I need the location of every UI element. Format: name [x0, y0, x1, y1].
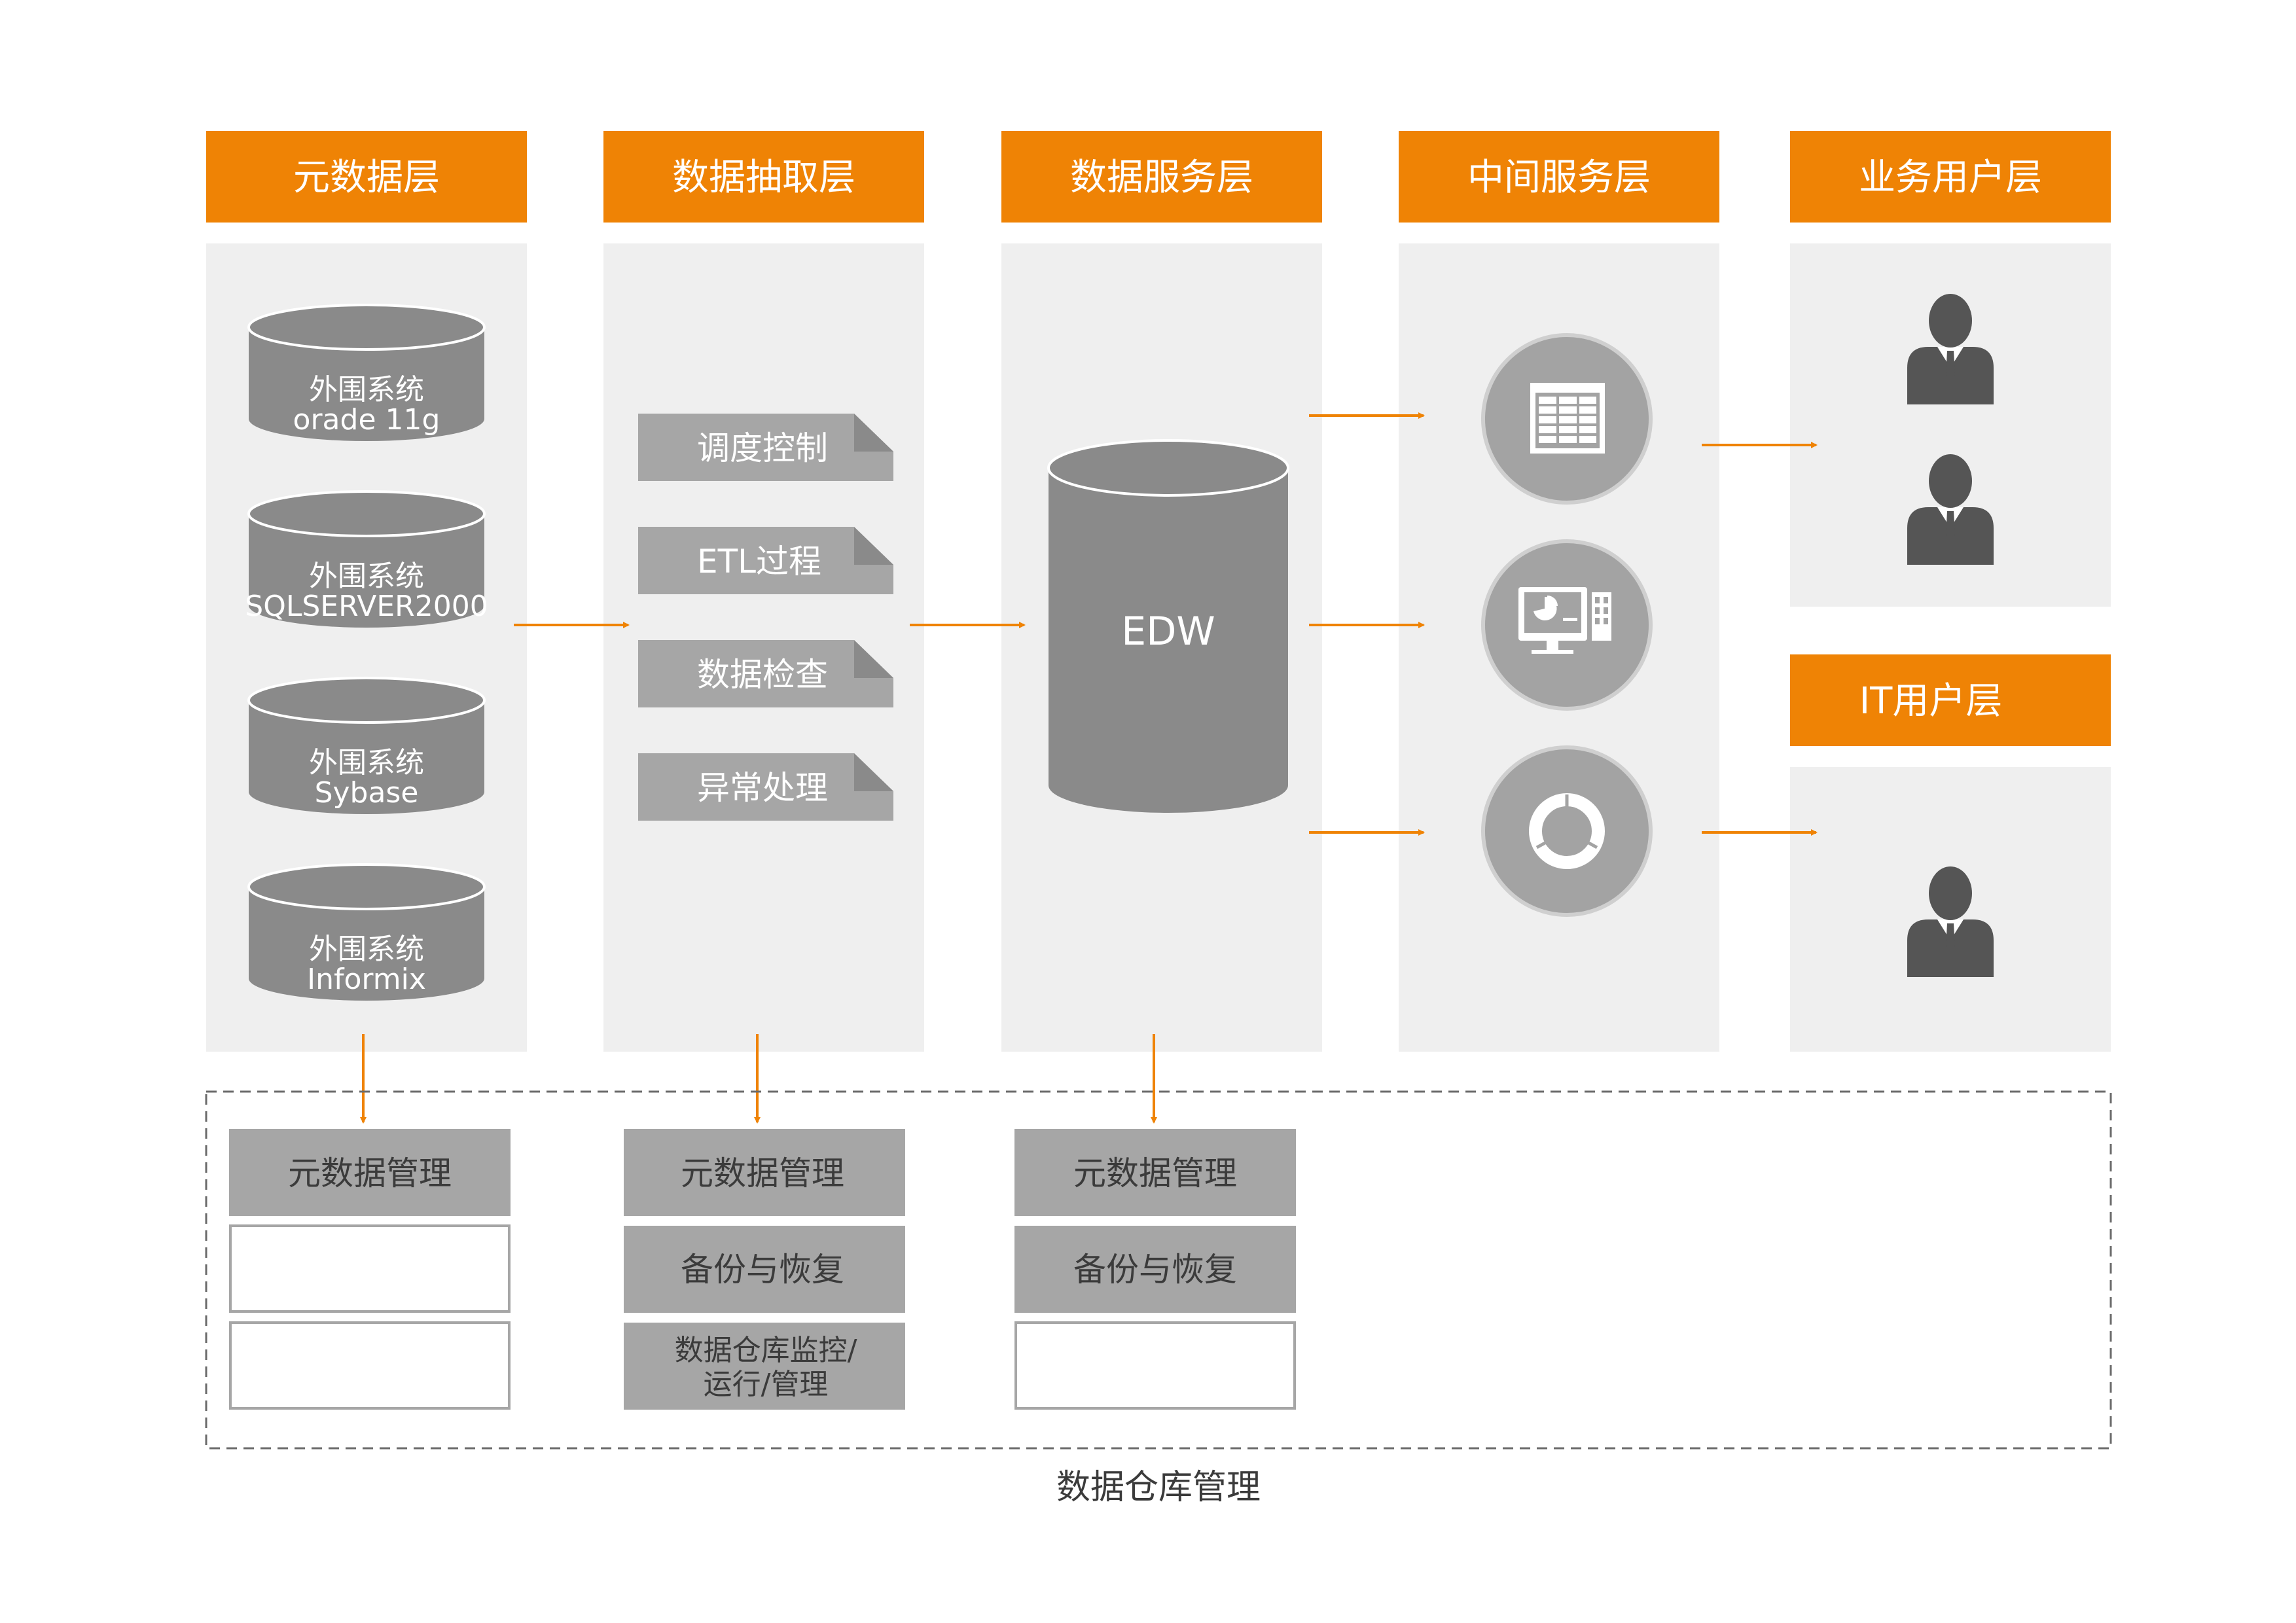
source-label-line2: Sybase [315, 776, 419, 810]
header-it-users-label: IT用户层 [1859, 680, 2003, 722]
management-item-label: 运行/管理 [704, 1368, 829, 1401]
business-user-icon [1907, 294, 1994, 404]
database-cylinder-sybase: 外围系统 Sybase [247, 677, 486, 814]
header-business-users-layer: 业务用户层 [1790, 131, 2111, 223]
header-middle-layer: 中间服务层 [1399, 131, 1719, 223]
header-service-label: 数据服务层 [1070, 156, 1253, 199]
management-column-3: 元数据管理 备份与恢复 [1014, 1129, 1296, 1410]
management-item-label: 元数据管理 [288, 1154, 452, 1192]
header-metadata-label: 元数据层 [293, 156, 440, 199]
donut-chart-icon [1481, 745, 1653, 917]
extract-step-data-check: 数据检查 [638, 640, 893, 707]
edw-cylinder: EDW [1047, 439, 1289, 813]
management-item-label: 数据仓库监控/ [675, 1334, 857, 1367]
extract-step-label: ETL过程 [697, 543, 821, 580]
source-label-line2: SQLSERVER2000 [245, 590, 488, 623]
extract-step-label: 调度控制 [697, 429, 828, 467]
header-it-users-layer: IT用户层 [1790, 654, 2111, 746]
warehouse-management-label: 数据仓库管理 [1056, 1468, 1261, 1507]
header-extract-layer: 数据抽取层 [603, 131, 924, 223]
spreadsheet-icon [1481, 333, 1653, 505]
management-item-label: 备份与恢复 [681, 1251, 844, 1289]
management-item-label: 备份与恢复 [1073, 1251, 1237, 1289]
dashboard-monitor-icon [1481, 539, 1653, 711]
management-item-label: 元数据管理 [681, 1154, 844, 1192]
source-label-line2: Informix [307, 963, 426, 996]
source-label-line1: 外围系统 [309, 373, 424, 406]
extract-step-label: 异常处理 [697, 769, 828, 807]
source-label-line2: orade 11g [293, 403, 440, 437]
warehouse-management-container [205, 1090, 2112, 1450]
source-label-line1: 外围系统 [309, 560, 424, 593]
header-metadata-layer: 元数据层 [206, 131, 527, 223]
database-cylinder-oracle: 外围系统 orade 11g [247, 304, 486, 441]
extract-step-exception: 异常处理 [638, 753, 893, 821]
header-service-layer: 数据服务层 [1001, 131, 1322, 223]
database-cylinder-sqlserver: 外围系统 SQLSERVER2000 [245, 490, 488, 628]
extract-step-etl: ETL过程 [638, 527, 893, 594]
management-column-1: 元数据管理 [229, 1129, 511, 1410]
source-label-line1: 外围系统 [309, 933, 424, 966]
header-extract-label: 数据抽取层 [672, 156, 855, 199]
edw-label: EDW [1121, 609, 1215, 654]
header-business-users-label: 业务用户层 [1859, 156, 2042, 199]
source-label-line1: 外围系统 [309, 746, 424, 779]
extract-step-label: 数据检查 [697, 656, 828, 694]
business-user-icon [1907, 454, 1994, 565]
database-cylinder-informix: 外围系统 Informix [247, 863, 486, 1001]
it-user-icon [1907, 866, 1994, 977]
management-column-2: 元数据管理 备份与恢复 数据仓库监控/ 运行/管理 [624, 1129, 905, 1410]
extract-step-scheduling: 调度控制 [638, 414, 893, 481]
management-item-label: 元数据管理 [1073, 1154, 1237, 1192]
header-middle-label: 中间服务层 [1467, 156, 1651, 199]
